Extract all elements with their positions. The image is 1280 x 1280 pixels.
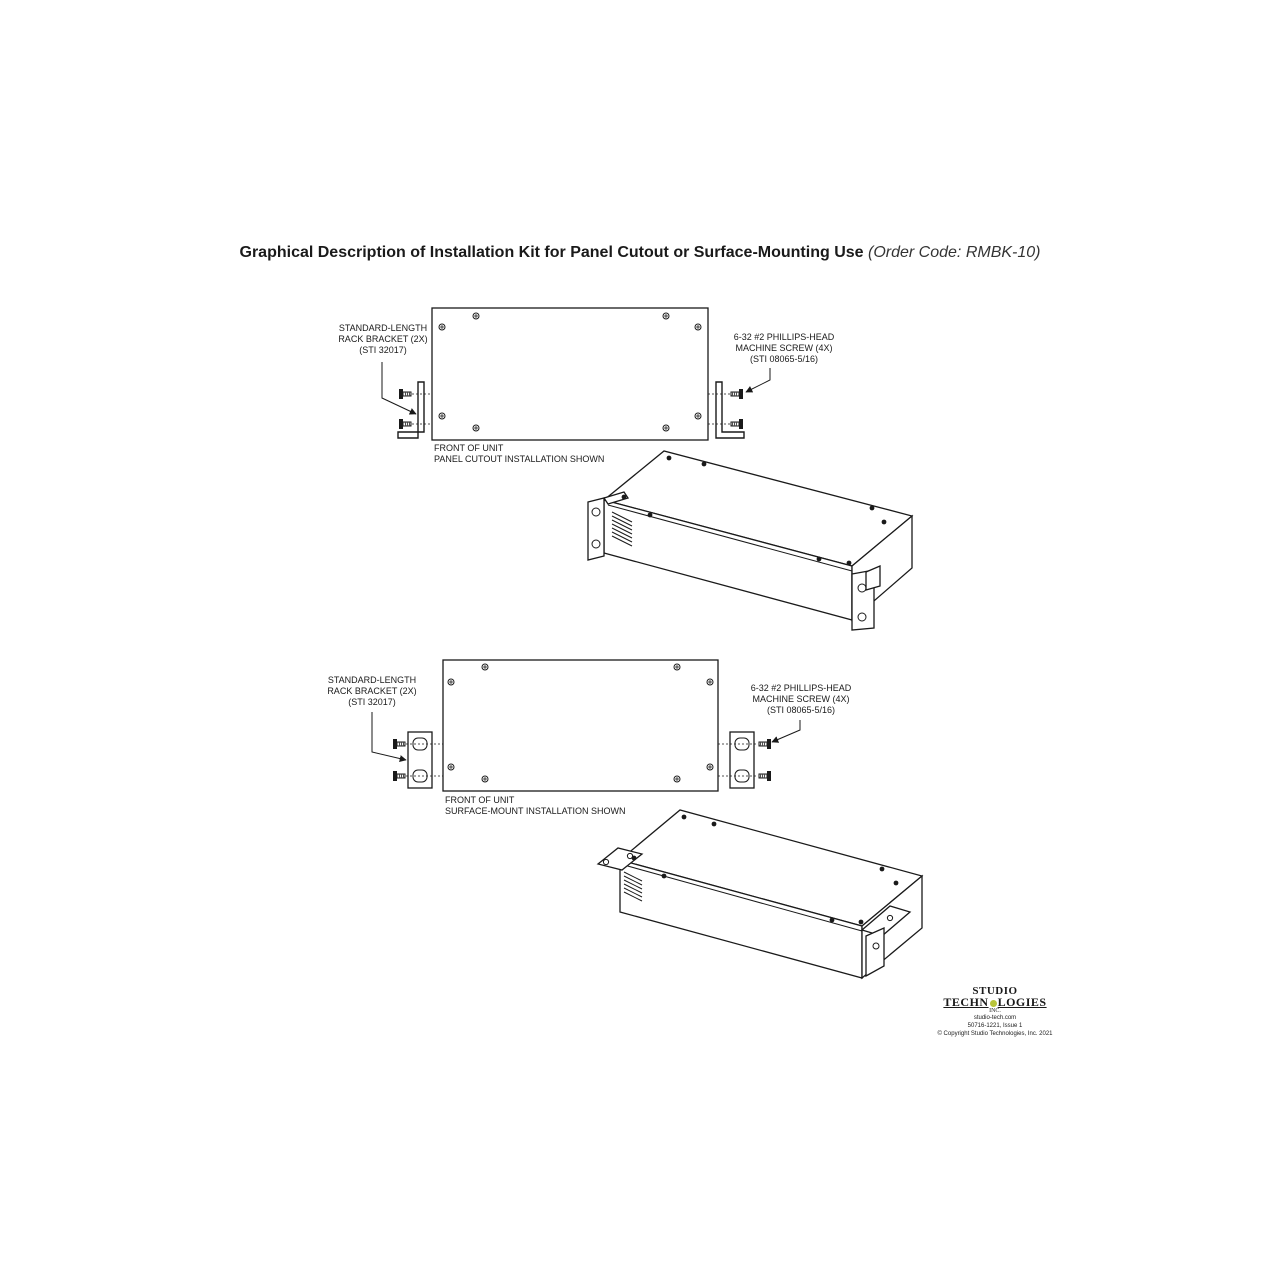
screw-hole xyxy=(694,412,702,420)
screw-icon xyxy=(730,418,744,430)
top-screw-label-line3: (STI 08065-5/16) xyxy=(750,354,818,364)
screw-icon xyxy=(392,770,406,782)
screw-hole xyxy=(673,775,681,783)
doc-number: 50716-1221, Issue 1 xyxy=(967,1023,1023,1029)
top-bracket-label-line1: STANDARD-LENGTH xyxy=(339,323,427,333)
top-front-label-line1: FRONT OF UNIT xyxy=(434,443,504,453)
top-left-bracket xyxy=(397,381,425,439)
screw-icon xyxy=(730,388,744,400)
website: studio-tech.com xyxy=(973,1015,1017,1021)
bottom-screw-label-line2: MACHINE SCREW (4X) xyxy=(752,694,849,704)
bottom-screw-label-line3: (STI 08065-5/16) xyxy=(767,705,835,715)
top-front-label-line2: PANEL CUTOUT INSTALLATION SHOWN xyxy=(434,454,604,464)
screw-hole xyxy=(438,412,446,420)
screw-icon xyxy=(398,418,412,430)
screw-hole xyxy=(706,763,714,771)
top-right-bracket xyxy=(715,381,745,439)
brand-logo-part-b: LOGIES xyxy=(997,995,1047,1009)
bottom-unit-top-view xyxy=(442,659,719,792)
top-unit-top-view xyxy=(431,307,709,441)
title-order-code: (Order Code: RMBK-10) xyxy=(868,244,1041,261)
screw-icon xyxy=(398,388,412,400)
screw-icon xyxy=(758,770,772,782)
brand-logo-line2: TECHN LOGIES xyxy=(920,996,1070,1008)
screw-hole xyxy=(472,312,480,320)
screw-hole xyxy=(447,678,455,686)
brand-logo-part-a: TECHN xyxy=(943,995,989,1009)
screw-hole xyxy=(481,775,489,783)
title-main: Graphical Description of Installation Ki… xyxy=(239,244,864,261)
top-bracket-label-line3: (STI 32017) xyxy=(359,345,407,355)
brand-logo-line3: INC. xyxy=(989,1008,1001,1014)
brand-logo-dot-icon xyxy=(989,999,997,1007)
bottom-front-label-line2: SURFACE-MOUNT INSTALLATION SHOWN xyxy=(445,806,626,816)
bottom-screw-label-line1: 6-32 #2 PHILLIPS-HEAD xyxy=(751,683,852,693)
screw-hole xyxy=(662,424,670,432)
page-title: Graphical Description of Installation Ki… xyxy=(0,244,1280,262)
screw-hole xyxy=(706,678,714,686)
top-screw-label-line1: 6-32 #2 PHILLIPS-HEAD xyxy=(734,332,835,342)
screw-hole xyxy=(694,323,702,331)
screw-hole xyxy=(481,663,489,671)
top-screw-label-line2: MACHINE SCREW (4X) xyxy=(735,343,832,353)
bottom-bracket-label-line1: STANDARD-LENGTH xyxy=(328,675,416,685)
bottom-right-bracket xyxy=(729,731,755,789)
top-section: STANDARD-LENGTH RACK BRACKET (2X) (STI 3… xyxy=(338,307,914,631)
screw-hole xyxy=(447,763,455,771)
brand-logo-line1: STUDIO xyxy=(972,985,1018,997)
screw-hole xyxy=(673,663,681,671)
screw-hole xyxy=(438,323,446,331)
bottom-bracket-label-line3: (STI 32017) xyxy=(348,697,396,707)
screw-icon xyxy=(758,738,772,750)
bottom-section: STANDARD-LENGTH RACK BRACKET (2X) (STI 3… xyxy=(327,659,924,980)
bottom-bracket-label-line2: RACK BRACKET (2X) xyxy=(327,686,416,696)
copyright: © Copyright Studio Technologies, Inc. 20… xyxy=(937,1031,1053,1037)
top-unit-isometric xyxy=(587,450,914,631)
screw-hole xyxy=(472,424,480,432)
screw-hole xyxy=(662,312,670,320)
screw-icon xyxy=(392,738,406,750)
bottom-unit-isometric xyxy=(596,809,924,980)
bottom-left-bracket xyxy=(407,731,433,789)
bottom-front-label-line1: FRONT OF UNIT xyxy=(445,795,515,805)
top-bracket-label-line2: RACK BRACKET (2X) xyxy=(338,334,427,344)
